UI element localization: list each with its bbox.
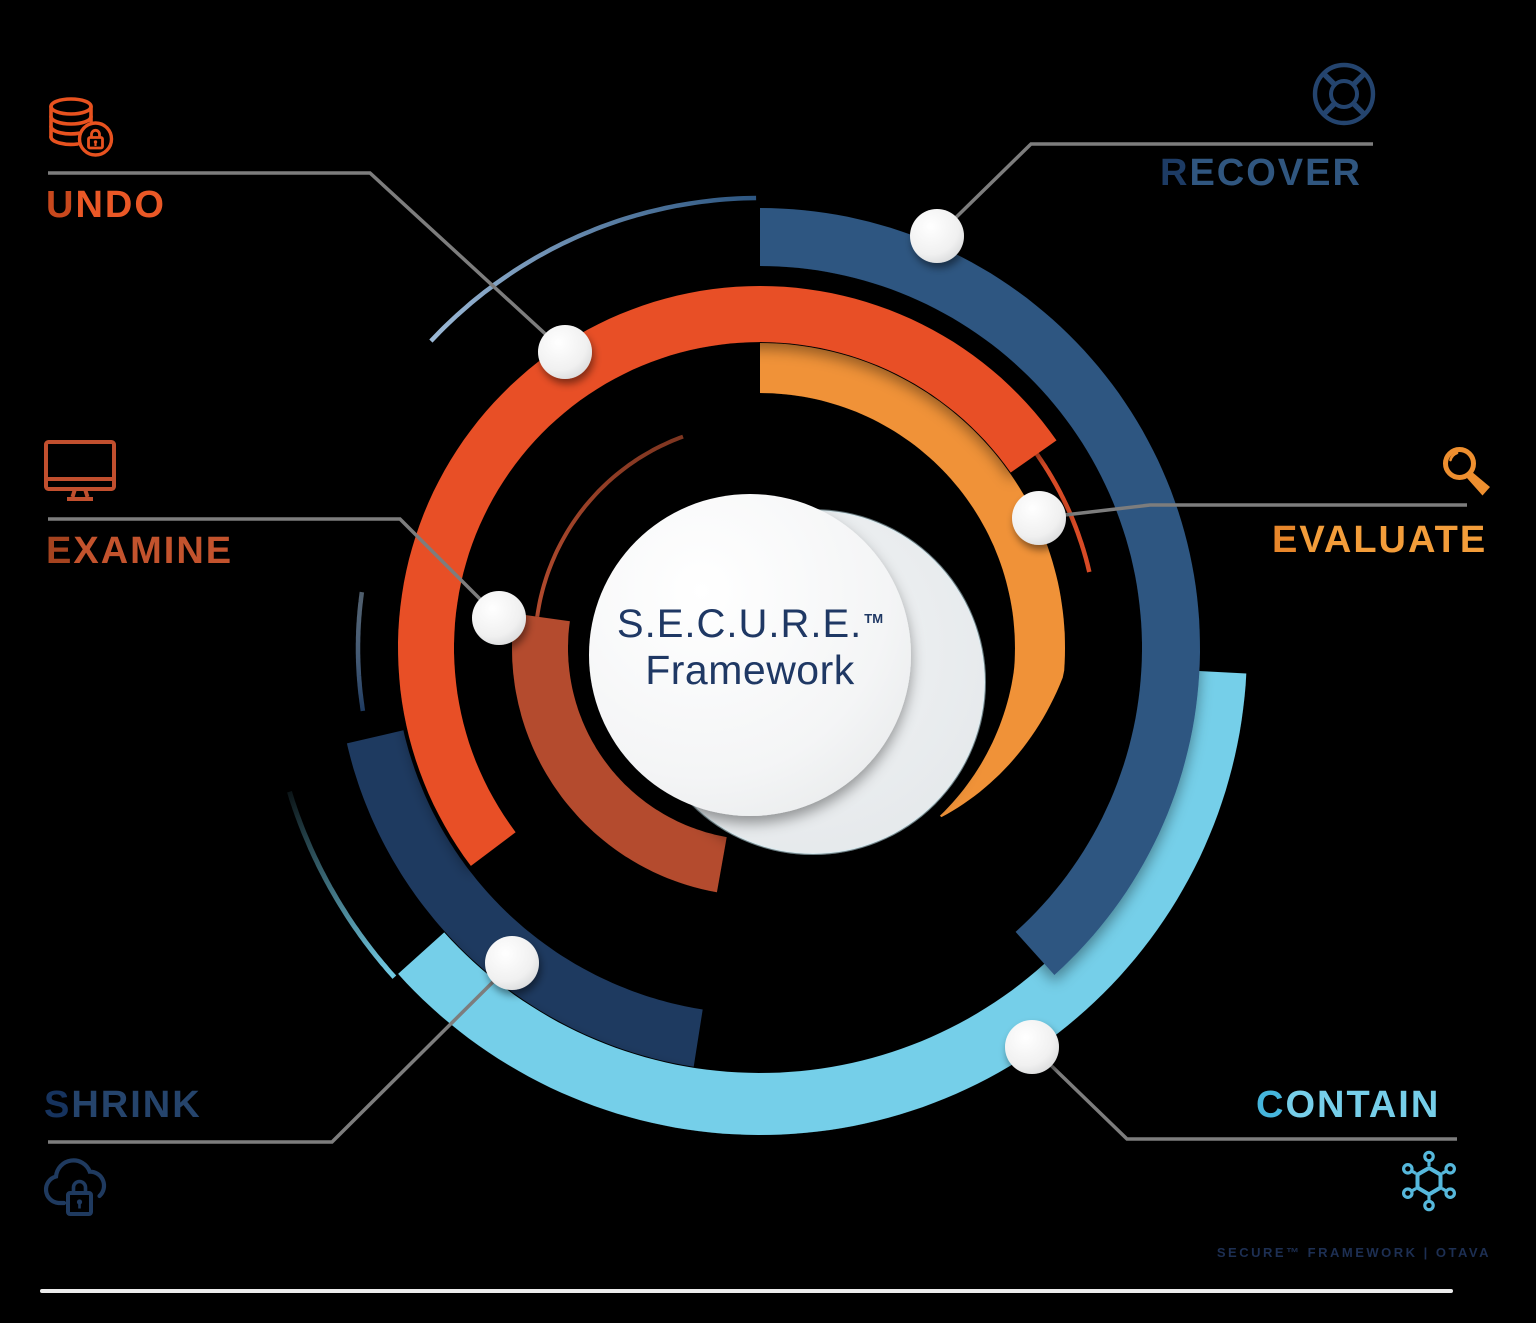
step-label-evaluate-initial: E: [1272, 519, 1300, 561]
undo-connector-line: [48, 171, 567, 354]
evaluate-connector-line: [1038, 503, 1467, 520]
step-label-examine: EXAMINE: [46, 532, 233, 570]
recover-connector-line: [935, 142, 1373, 238]
magnifier-icon: [1438, 444, 1496, 500]
evaluate-arc: [760, 343, 1065, 818]
step-label-evaluate-rest: VALUATE: [1299, 519, 1488, 561]
step-label-examine-initial: E: [46, 530, 74, 572]
lifebuoy-icon: [1308, 58, 1380, 130]
step-label-examine-rest: XAMINE: [73, 530, 234, 572]
examine-thin-arc: [535, 434, 684, 617]
step-label-undo-initial: U: [46, 184, 76, 226]
shrink-arc: [346, 730, 703, 1067]
footnote-credit: SECURE™ FRAMEWORK | OTAVA: [1216, 1245, 1491, 1260]
step-label-shrink-rest: HRINK: [71, 1084, 202, 1126]
monitor-icon: [42, 438, 118, 506]
center-title: S.E.C.U.R.E.TM Framework: [595, 602, 905, 694]
center-title-line1: S.E.C.U.R.E.TM: [616, 602, 884, 646]
contain-arc: [398, 670, 1247, 1135]
examine-connector-line: [48, 517, 501, 620]
examine-marker-dot: [472, 591, 526, 645]
bottom-divider-line: [40, 1289, 1453, 1293]
contain-connector-line: [1030, 1045, 1457, 1141]
recover-thin-arc: [429, 195, 757, 343]
step-label-recover-initial: R: [1160, 152, 1190, 194]
contain-thin-arc: [287, 791, 397, 979]
cloud-lock-icon: [40, 1150, 118, 1222]
step-label-undo: UNDO: [46, 186, 166, 224]
undo-marker-dot: [538, 325, 592, 379]
recover-arc: [760, 208, 1200, 975]
shrink-connector-line: [48, 961, 514, 1144]
shrink-marker-dot: [485, 936, 539, 990]
step-label-contain: CONTAIN: [1256, 1086, 1440, 1124]
examine-thin-outer-arc: [355, 591, 366, 712]
contain-marker-dot: [1005, 1020, 1059, 1074]
undo-arc: [398, 286, 1057, 866]
database-lock-icon: [46, 96, 116, 160]
step-label-contain-rest: ONTAIN: [1285, 1084, 1441, 1126]
center-circle: [589, 494, 911, 816]
examine-arc: [512, 613, 727, 893]
step-label-shrink: SHRINK: [44, 1086, 202, 1124]
center-title-line2: Framework: [645, 647, 855, 694]
step-label-recover-rest: ECOVER: [1189, 152, 1362, 194]
undo-thin-arc: [1035, 452, 1092, 573]
virus-icon: [1398, 1148, 1460, 1212]
step-label-contain-initial: C: [1256, 1084, 1286, 1126]
evaluate-marker-dot: [1012, 491, 1066, 545]
step-label-shrink-initial: S: [44, 1084, 72, 1126]
trademark-symbol: TM: [864, 610, 884, 626]
recover-marker-dot: [910, 209, 964, 263]
step-label-recover: RECOVER: [1160, 154, 1362, 192]
step-label-evaluate: EVALUATE: [1272, 521, 1487, 559]
step-label-undo-rest: NDO: [75, 184, 166, 226]
